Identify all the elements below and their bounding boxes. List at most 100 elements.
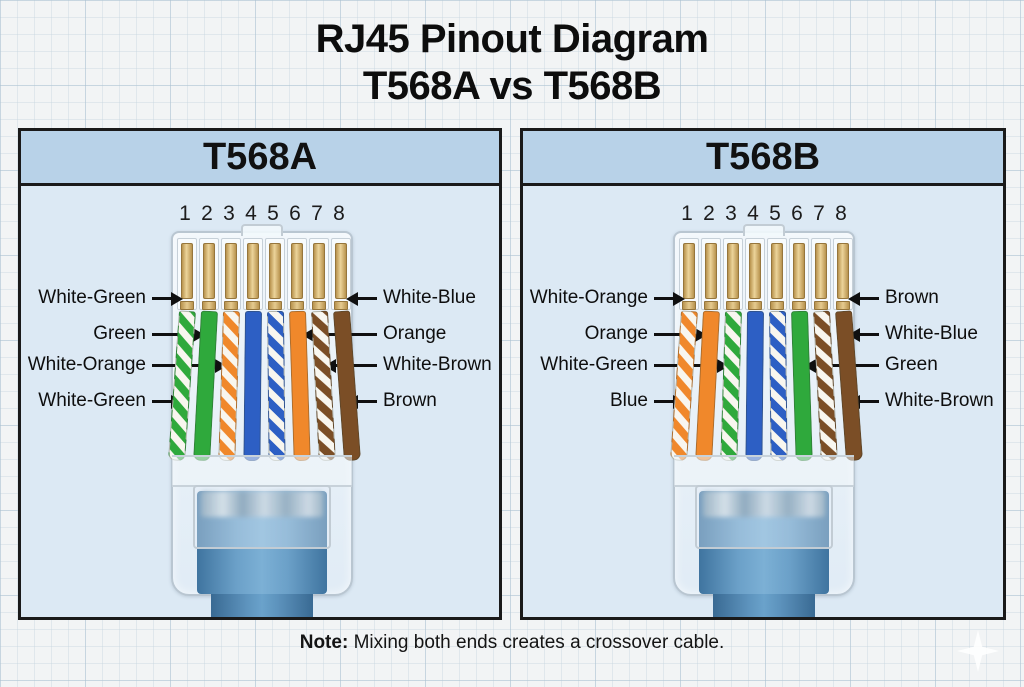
wire-bundle-blur <box>201 491 323 517</box>
wire-white-blue <box>768 310 788 462</box>
pin-contact-foot-4 <box>748 301 762 310</box>
pin-number-8: 8 <box>333 202 345 225</box>
arrow-left-icon <box>848 394 879 409</box>
connector-latch-band <box>172 455 352 487</box>
wire-blue <box>744 310 764 462</box>
wire-label: Brown <box>383 390 437 411</box>
wire-label: White-Orange <box>27 354 146 375</box>
pin-number-8: 8 <box>835 202 847 225</box>
pin-contact-6 <box>291 243 303 299</box>
pin-number-3: 3 <box>725 202 737 225</box>
pin-number-3: 3 <box>223 202 235 225</box>
wire-label: Brown <box>885 287 939 308</box>
pin-contact-7 <box>815 243 827 299</box>
label-row-right-1: White-Blue <box>21 284 499 312</box>
wire-label: White-Green <box>38 390 146 411</box>
connector-latch-band <box>674 455 854 487</box>
wire-white-blue <box>266 310 286 462</box>
pin-contact-1 <box>181 243 193 299</box>
pin-contact-foot-1 <box>682 301 696 310</box>
wire-label: White-Green <box>540 354 648 375</box>
pin-contact-8 <box>837 243 849 299</box>
pin-contact-3 <box>727 243 739 299</box>
wire-label: White-Blue <box>383 287 476 308</box>
arrow-left-icon <box>346 394 377 409</box>
panel-t568b-header: T568B <box>523 131 1003 186</box>
pin-contact-foot-1 <box>180 301 194 310</box>
note-text: Note: Mixing both ends creates a crossov… <box>0 632 1024 654</box>
wire-label: Orange <box>383 323 447 344</box>
pin-contact-foot-8 <box>836 301 850 310</box>
pin-contact-7 <box>313 243 325 299</box>
wire-bundle-blur <box>703 491 825 517</box>
wire-label: Orange <box>584 323 648 344</box>
pin-contact-3 <box>225 243 237 299</box>
pin-contact-foot-3 <box>224 301 238 310</box>
arrow-left-icon <box>848 327 879 342</box>
pin-number-4: 4 <box>245 202 257 225</box>
cable <box>211 590 313 617</box>
pin-contact-8 <box>335 243 347 299</box>
pin-contact-foot-7 <box>814 301 828 310</box>
rj45-connector <box>167 224 361 596</box>
wire-label: White-Green <box>38 287 146 308</box>
pin-number-6: 6 <box>791 202 803 225</box>
wire-label: White-Brown <box>885 390 994 411</box>
label-row-left-1: White-Orange <box>523 284 1003 312</box>
connector-clip-tab <box>241 224 283 236</box>
wire-label: Blue <box>609 390 648 411</box>
pin-number-5: 5 <box>267 202 279 225</box>
label-row-right-1: Brown <box>523 284 1003 312</box>
pin-contact-2 <box>203 243 215 299</box>
title-line-1: RJ45 Pinout Diagram <box>315 17 709 61</box>
wire-label: Green <box>885 354 938 375</box>
pin-contact-foot-8 <box>334 301 348 310</box>
page-title: RJ45 Pinout Diagram T568A vs T568B <box>0 16 1024 110</box>
wire-label: White-Blue <box>885 323 978 344</box>
pin-number-1: 1 <box>179 202 191 225</box>
arrow-left-icon <box>848 291 879 306</box>
arrow-right-icon <box>654 291 685 306</box>
pin-contact-foot-7 <box>312 301 326 310</box>
arrow-left-icon <box>346 291 377 306</box>
pin-contact-foot-6 <box>792 301 806 310</box>
pin-contact-foot-5 <box>770 301 784 310</box>
pin-contact-6 <box>793 243 805 299</box>
pin-number-7: 7 <box>311 202 323 225</box>
pin-number-1: 1 <box>681 202 693 225</box>
arrow-right-icon <box>152 291 183 306</box>
pin-contact-4 <box>749 243 761 299</box>
pin-contact-foot-6 <box>290 301 304 310</box>
pin-contact-1 <box>683 243 695 299</box>
connector-clip-tab <box>743 224 785 236</box>
pin-contact-4 <box>247 243 259 299</box>
note-body: Mixing both ends creates a crossover cab… <box>348 632 725 653</box>
title-line-2: T568A vs T568B <box>362 63 662 108</box>
pin-contact-foot-3 <box>726 301 740 310</box>
cable <box>713 590 815 617</box>
pin-contact-5 <box>771 243 783 299</box>
pin-contact-foot-2 <box>202 301 216 310</box>
pin-contact-5 <box>269 243 281 299</box>
label-row-left-1: White-Green <box>21 284 499 312</box>
pin-number-4: 4 <box>747 202 759 225</box>
wire-blue <box>242 310 262 462</box>
pin-contact-foot-4 <box>246 301 260 310</box>
pin-number-7: 7 <box>813 202 825 225</box>
wire-label: Green <box>93 323 146 344</box>
rj45-connector <box>669 224 863 596</box>
wire-label: White-Orange <box>529 287 648 308</box>
note-label: Note: <box>299 632 349 653</box>
pin-contact-2 <box>705 243 717 299</box>
pin-contact-foot-2 <box>704 301 718 310</box>
pin-number-2: 2 <box>703 202 715 225</box>
pin-number-5: 5 <box>769 202 781 225</box>
wire-label: White-Brown <box>383 354 492 375</box>
pin-contact-foot-5 <box>268 301 282 310</box>
pin-number-6: 6 <box>289 202 301 225</box>
pin-number-2: 2 <box>201 202 213 225</box>
